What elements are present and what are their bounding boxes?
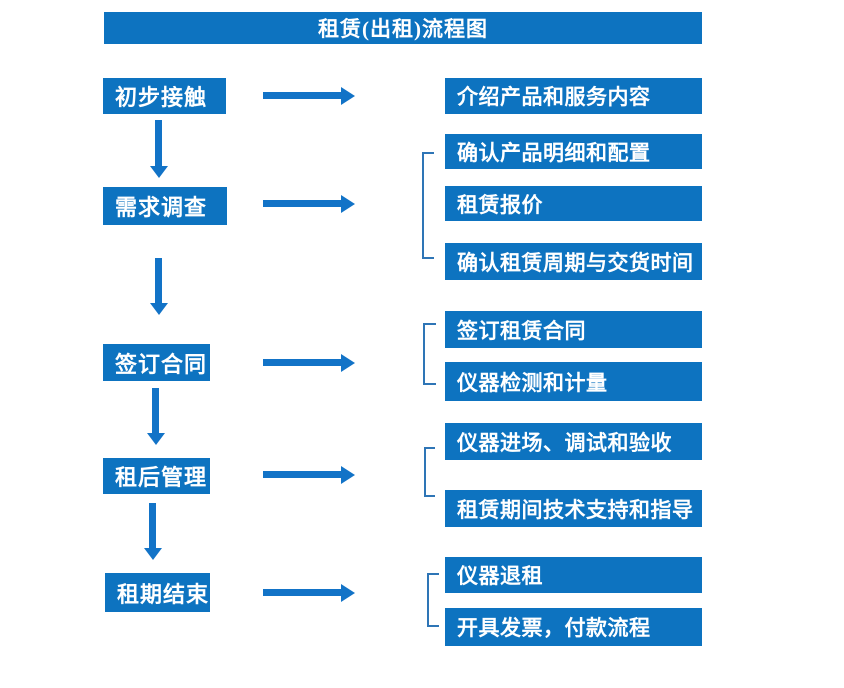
detail-box-introduce-products: 介绍产品和服务内容	[445, 78, 702, 114]
detail-box-confirm-period-delivery: 确认租赁周期与交货时间	[445, 243, 702, 280]
arrow-down-3-icon	[152, 388, 159, 433]
arrow-right-stage-1-icon	[263, 92, 341, 99]
arrow-down-1-icon	[155, 120, 162, 166]
arrow-right-stage-5-icon	[263, 589, 341, 596]
stage-box-post-rental-management: 租后管理	[103, 458, 210, 494]
arrow-right-stage-3-icon	[263, 359, 341, 366]
stage-box-lease-end: 租期结束	[105, 573, 210, 612]
detail-box-instrument-return: 仪器退租	[445, 557, 702, 593]
detail-box-sign-rental-contract: 签订租赁合同	[445, 311, 702, 348]
flowchart-title: 租赁(出租)流程图	[104, 12, 702, 44]
detail-box-confirm-product-config: 确认产品明细和配置	[445, 134, 702, 169]
arrow-down-4-icon	[149, 503, 156, 548]
stage-box-demand-survey: 需求调查	[103, 187, 227, 225]
detail-box-instrument-setup-acceptance: 仪器进场、调试和验收	[445, 423, 702, 460]
detail-box-instrument-testing: 仪器检测和计量	[445, 362, 702, 401]
arrow-down-2-icon	[155, 258, 162, 303]
bracket-stage-3-details	[423, 323, 436, 385]
bracket-stage-5-details	[427, 573, 439, 627]
detail-box-invoice-payment: 开具发票，付款流程	[445, 608, 702, 646]
bracket-stage-4-details	[424, 447, 435, 497]
stage-box-initial-contact: 初步接触	[103, 78, 226, 114]
arrow-right-stage-4-icon	[263, 471, 341, 478]
arrow-right-stage-2-icon	[263, 200, 341, 207]
detail-box-rental-quotation: 租赁报价	[445, 186, 702, 221]
detail-box-technical-support: 租赁期间技术支持和指导	[445, 490, 702, 527]
stage-box-sign-contract: 签订合同	[103, 344, 210, 381]
bracket-stage-2-details	[422, 152, 434, 259]
